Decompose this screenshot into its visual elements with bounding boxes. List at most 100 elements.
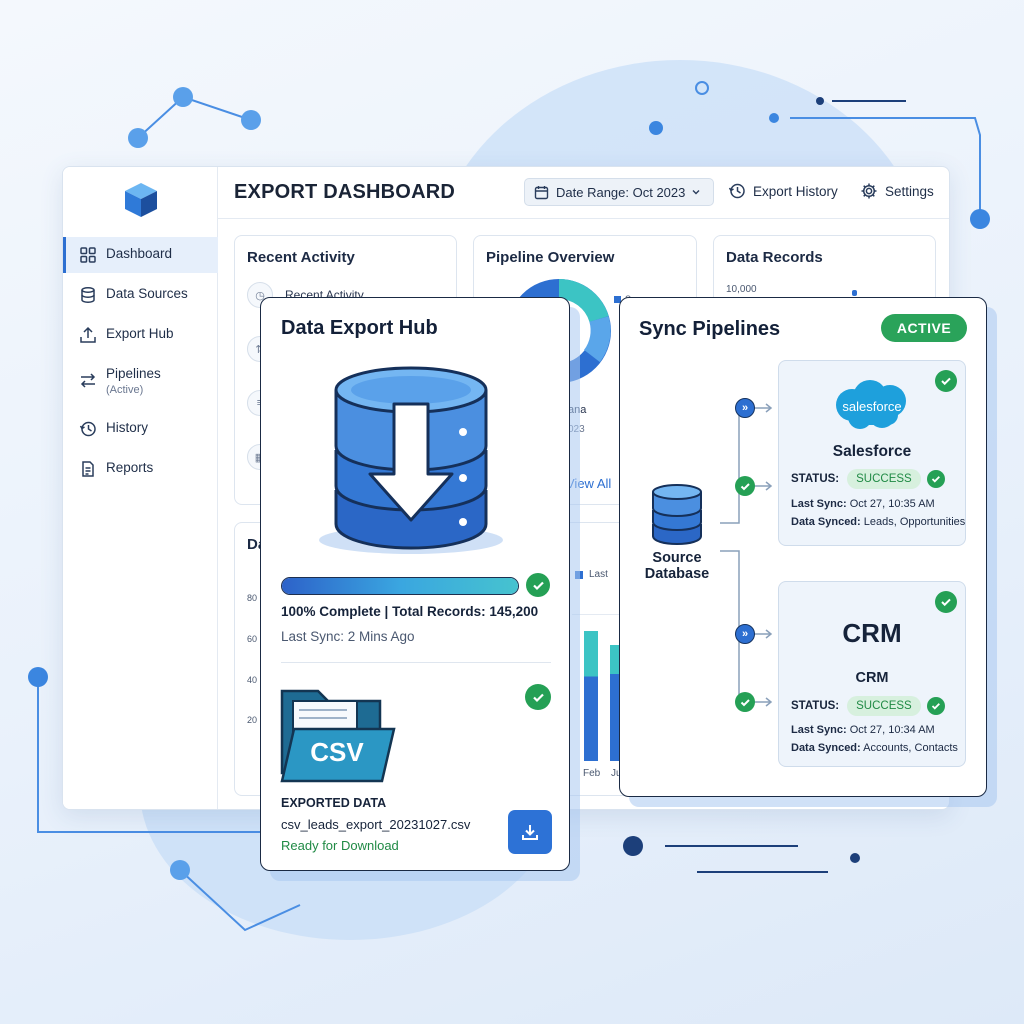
upload-icon bbox=[80, 326, 96, 343]
export-hub-title: Data Export Hub bbox=[281, 317, 438, 339]
check-icon bbox=[735, 692, 755, 712]
sidebar-item-label: History bbox=[106, 420, 149, 435]
x-tick: Feb bbox=[583, 768, 601, 779]
sidebar-item-label: Data Sources bbox=[106, 286, 188, 301]
page-title: EXPORT DASHBOARD bbox=[234, 181, 455, 203]
y-tick: 80 bbox=[247, 593, 258, 603]
legend-label: Last bbox=[589, 569, 608, 580]
gear-icon bbox=[861, 183, 877, 199]
sync-pipelines-card: Sync Pipelines ACTIVE Source Database » … bbox=[619, 297, 987, 797]
check-icon bbox=[926, 470, 945, 488]
salesforce-logo-text: salesforce bbox=[842, 399, 901, 414]
date-range-label: Date Range: Oct 2023 bbox=[556, 184, 686, 200]
check-icon bbox=[926, 697, 945, 715]
sidebar-item-export-hub[interactable]: Export Hub bbox=[63, 317, 218, 353]
download-button[interactable] bbox=[508, 810, 552, 854]
sidebar-item-reports[interactable]: Reports bbox=[63, 451, 218, 487]
grid-icon bbox=[80, 247, 96, 263]
app-logo-cube-icon bbox=[125, 183, 157, 217]
data-synced-row: Data Synced: Leads, Opportunities bbox=[791, 516, 965, 528]
legend-swatch bbox=[614, 295, 621, 303]
source-database-icon bbox=[652, 484, 702, 546]
progress-summary: 100% Complete | Total Records: 145,200 bbox=[281, 604, 539, 619]
status-label: STATUS: bbox=[791, 700, 840, 712]
status-badge: SUCCESS bbox=[847, 469, 921, 489]
settings-link[interactable]: Settings bbox=[860, 182, 934, 200]
sidebar-item-label: Export Hub bbox=[106, 326, 174, 341]
pipeline-forward-button[interactable]: » bbox=[735, 624, 755, 644]
target-crm[interactable]: CRM CRM STATUS: SUCCESS Last Sync: Oct 2… bbox=[778, 581, 966, 767]
document-icon bbox=[82, 461, 94, 477]
sync-title: Sync Pipelines bbox=[639, 318, 781, 340]
chart-bar bbox=[584, 631, 598, 761]
y-tick: 40 bbox=[247, 675, 258, 685]
export-filename: csv_leads_export_20231027.csv bbox=[281, 817, 471, 832]
view-all-link[interactable]: View All bbox=[566, 476, 612, 491]
meta-value: Leads, Opportunities bbox=[863, 516, 966, 528]
arrows-icon bbox=[80, 373, 96, 388]
pipeline-fragment-year: 023 bbox=[568, 424, 585, 435]
chart-bar bbox=[852, 290, 857, 296]
sidebar-nav: Dashboard Data Sources Export Hub Pi bbox=[63, 237, 218, 491]
card-title: Recent Activity bbox=[247, 249, 355, 266]
target-name: Salesforce bbox=[832, 443, 912, 460]
y-axis-label: 10,000 bbox=[726, 284, 757, 295]
sidebar: Dashboard Data Sources Export Hub Pi bbox=[63, 167, 218, 809]
export-status: Ready for Download bbox=[281, 838, 399, 853]
last-sync-row: Last Sync: Oct 27, 10:35 AM bbox=[791, 498, 935, 510]
sidebar-item-data-sources[interactable]: Data Sources bbox=[63, 277, 218, 313]
date-range-select[interactable]: Date Range: Oct 2023 bbox=[524, 178, 714, 206]
sidebar-item-label: Dashboard bbox=[106, 246, 173, 261]
meta-label: Last Sync: bbox=[791, 724, 847, 736]
file-type-label: CSV bbox=[310, 737, 364, 767]
calendar-icon bbox=[534, 185, 549, 199]
sidebar-item-label: Pipelines bbox=[106, 366, 161, 381]
y-tick: 20 bbox=[247, 715, 258, 725]
clock-icon bbox=[79, 421, 96, 437]
sidebar-item-sublabel: (Active) bbox=[106, 384, 144, 396]
source-label-line1: Source bbox=[652, 550, 702, 566]
top-bar: EXPORT DASHBOARD Date Range: Oct 2023 Ex… bbox=[218, 167, 949, 219]
meta-label: Data Synced: bbox=[791, 742, 861, 754]
target-salesforce[interactable]: salesforce Salesforce STATUS: SUCCESS La… bbox=[778, 360, 966, 546]
sidebar-item-label: Reports bbox=[106, 460, 154, 475]
meta-label: Data Synced: bbox=[791, 516, 861, 528]
data-synced-row: Data Synced: Accounts, Contacts bbox=[791, 742, 958, 754]
history-icon bbox=[728, 183, 745, 199]
database-download-icon bbox=[319, 366, 503, 554]
last-sync-text: Last Sync: 2 Mins Ago bbox=[281, 629, 415, 644]
meta-value: Accounts, Contacts bbox=[863, 742, 958, 754]
sidebar-item-pipelines[interactable]: Pipelines (Active) bbox=[63, 357, 218, 407]
pipeline-forward-button[interactable]: » bbox=[735, 398, 755, 418]
last-sync-row: Last Sync: Oct 27, 10:34 AM bbox=[791, 724, 935, 736]
check-icon bbox=[525, 684, 551, 710]
target-status: STATUS: SUCCESS bbox=[791, 469, 945, 489]
salesforce-logo-icon: salesforce bbox=[836, 380, 906, 429]
export-history-label: Export History bbox=[753, 183, 838, 199]
pipeline-connectors bbox=[720, 403, 773, 707]
export-history-link[interactable]: Export History bbox=[728, 182, 838, 200]
card-title: Data Records bbox=[726, 249, 823, 266]
legend-item: Last bbox=[575, 569, 608, 580]
target-status: STATUS: SUCCESS bbox=[791, 696, 945, 716]
progress-fill bbox=[282, 578, 518, 594]
check-icon bbox=[735, 476, 755, 496]
data-export-hub-card: Data Export Hub 100% Complete | Total Re… bbox=[260, 297, 570, 871]
x-tick: Ju bbox=[611, 768, 622, 779]
export-progress-bar bbox=[281, 577, 519, 595]
check-icon bbox=[526, 573, 550, 597]
folder-csv-icon: CSV bbox=[280, 689, 396, 783]
target-name: CRM bbox=[855, 670, 889, 686]
check-icon bbox=[935, 591, 957, 613]
y-tick: 60 bbox=[247, 634, 258, 644]
active-status-badge: ACTIVE bbox=[881, 314, 967, 342]
source-label: Source Database bbox=[620, 550, 734, 582]
meta-value: Oct 27, 10:34 AM bbox=[849, 724, 935, 736]
download-icon bbox=[522, 825, 538, 840]
sidebar-item-dashboard[interactable]: Dashboard bbox=[63, 237, 218, 273]
check-icon bbox=[935, 370, 957, 392]
sidebar-item-history[interactable]: History bbox=[63, 411, 218, 447]
card-title: Pipeline Overview bbox=[486, 249, 615, 266]
legend-swatch bbox=[575, 570, 583, 579]
